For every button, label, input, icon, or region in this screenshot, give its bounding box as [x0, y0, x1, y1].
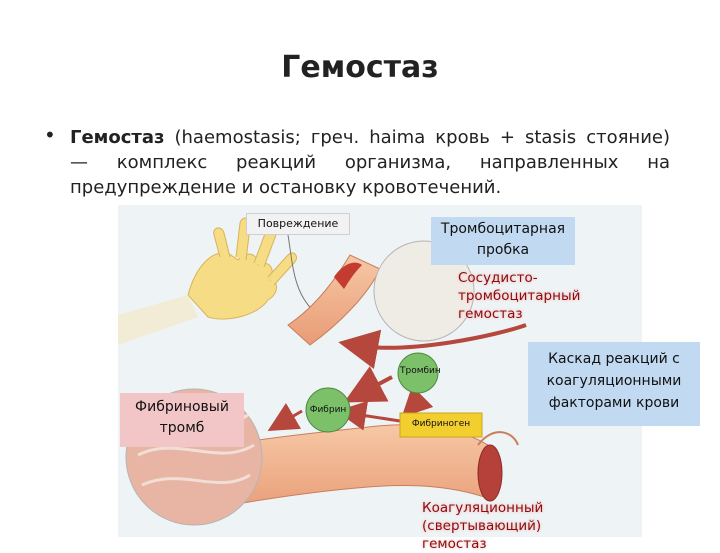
- vascular-platelet-line-2: гемостаз: [458, 306, 523, 322]
- vascular-platelet-line-1: Сосудисто-тромбоцитарный: [458, 270, 581, 304]
- platelet-plug-line-1: Тромбоцитарная: [440, 221, 566, 237]
- platelet-plug-line-2: пробка: [476, 242, 530, 258]
- bullet-marker: •: [44, 123, 56, 147]
- definition-line-2: — комплекс реакций организма, направленн…: [70, 152, 670, 173]
- fibrin-clot-line-2: тромб: [159, 420, 205, 436]
- vessel-upper: [287, 254, 381, 346]
- fibrinogen-shape: [399, 412, 483, 438]
- page-title: Гемостаз: [281, 50, 439, 85]
- thrombin-label: Тромбин: [400, 366, 441, 376]
- platelet-zoom-circle: [373, 240, 475, 342]
- vascular-platelet-label: Сосудисто-тромбоцитарный гемостаз: [458, 269, 642, 323]
- fibrinogen-label: Фибриноген: [411, 419, 471, 429]
- arrow-fibrin-to-clot: [267, 402, 303, 432]
- injury-label: Повреждение: [246, 213, 350, 235]
- cascade-line-1: Каскад реакций с: [548, 351, 680, 367]
- definition-line-1: Гемостаз (haemostasis; греч. haima кровь…: [70, 125, 670, 150]
- fibrin-circle: [305, 387, 351, 433]
- definition-line-1-rest: (haemostasis; греч. haima кровь + stasis…: [164, 127, 671, 148]
- coagulation-label: Коагуляционный (свертывающий) гемостаз: [422, 499, 642, 553]
- fibrin-clot-box: Фибриновый тромб: [120, 393, 244, 447]
- thrombin-circle: [397, 352, 439, 394]
- arrow-to-platelet: [338, 323, 527, 370]
- platelet-plug-box: Тромбоцитарная пробка: [431, 217, 575, 265]
- arrow-to-thrombin: [343, 366, 393, 403]
- hand-illustration: [118, 217, 297, 345]
- cascade-box: Каскад реакций с коагуляционными фактора…: [528, 342, 700, 426]
- definition-line-3: предупреждение и остановку кровотечений.: [70, 177, 502, 198]
- fibrin-clot-line-1: Фибриновый: [135, 399, 229, 415]
- definition-term: Гемостаз: [70, 127, 165, 148]
- arrow-fibrinogen-to-fibrin: [336, 400, 401, 431]
- cascade-line-3: факторами крови: [548, 395, 680, 411]
- cascade-line-2: коагуляционными: [546, 373, 682, 389]
- coagulation-line-2: гемостаз: [422, 536, 487, 552]
- hemostasis-diagram: Повреждение Тромбоцитарная пробка Сосуди…: [118, 205, 700, 552]
- fibrin-label: Фибрин: [309, 405, 347, 415]
- coagulation-line-1: Коагуляционный (свертывающий): [422, 500, 544, 534]
- definition-paragraph: Гемостаз (haemostasis; греч. haima кровь…: [70, 125, 670, 200]
